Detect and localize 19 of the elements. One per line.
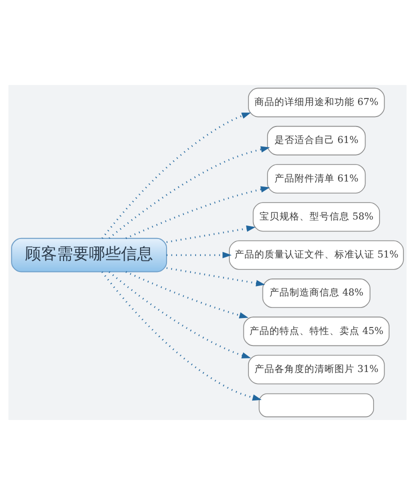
node-box: 产品的特点、特性、卖点 45% — [243, 316, 390, 346]
node-box: 商品的详细用途和功能 67% — [248, 87, 385, 117]
node-box: 是否适合自己 61% — [267, 125, 366, 155]
arrow — [101, 270, 262, 400]
node-box: 产品各角度的清晰图片 31% — [248, 354, 385, 384]
node-box — [258, 392, 374, 417]
arrow — [108, 270, 251, 358]
node-box: 产品附件清单 61% — [267, 164, 366, 193]
arrow — [126, 270, 248, 318]
node-box: 产品的质量认证文件、标准认证 51% — [228, 240, 404, 270]
arrow — [108, 146, 270, 238]
arrow — [166, 266, 266, 286]
node-box: 产品制造商信息 48% — [262, 278, 370, 308]
arrow — [126, 186, 270, 239]
node-box: 宝贝规格、型号信息 58% — [252, 202, 380, 232]
node-box: 顾客需要哪些信息 — [11, 237, 168, 272]
arrow — [102, 112, 251, 238]
arrow — [166, 224, 256, 242]
arrow — [166, 251, 232, 258]
